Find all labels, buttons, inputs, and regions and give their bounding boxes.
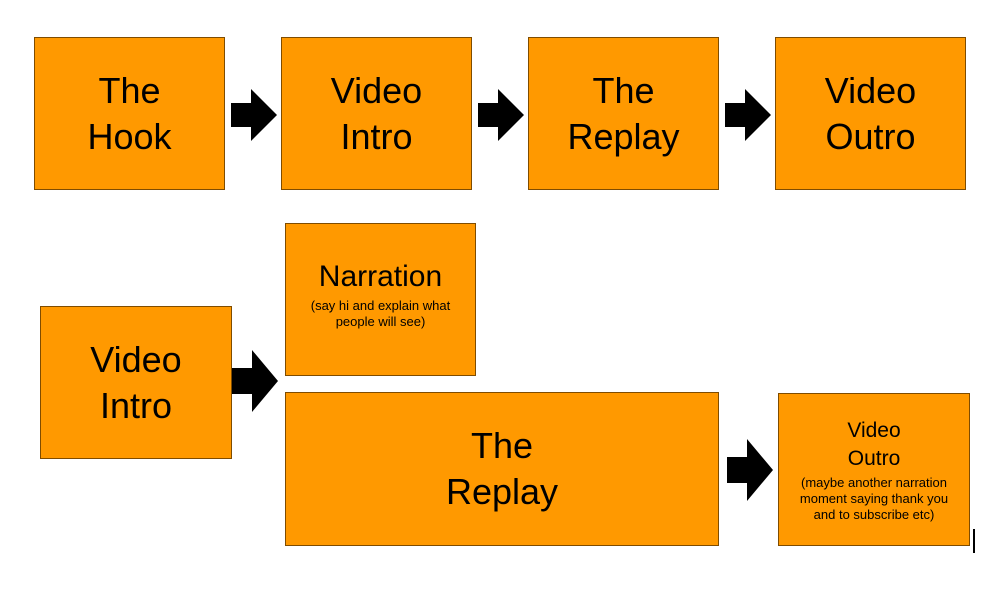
detail-label-line2: Replay bbox=[445, 471, 559, 512]
step-label-line2: Replay bbox=[567, 115, 680, 157]
outro-note: (maybe another narration moment saying t… bbox=[799, 474, 949, 522]
arrow-right-icon bbox=[478, 89, 524, 141]
detail-video-intro: Video Intro bbox=[40, 306, 232, 459]
text-cursor bbox=[973, 529, 975, 553]
detail-label-line2: Outro bbox=[847, 446, 901, 470]
step-label-line1: Video bbox=[330, 69, 423, 111]
detail-the-replay: The Replay bbox=[285, 392, 719, 546]
step-the-hook: The Hook bbox=[34, 37, 225, 190]
detail-video-outro: Video Outro (maybe another narration mom… bbox=[778, 393, 970, 546]
arrow-right-icon bbox=[231, 89, 277, 141]
step-label-line1: The bbox=[592, 69, 655, 111]
detail-label-line2: Intro bbox=[99, 384, 173, 426]
narration-note: (say hi and explain what people will see… bbox=[310, 298, 451, 329]
step-label-line2: Hook bbox=[87, 115, 172, 157]
step-video-outro: Video Outro bbox=[775, 37, 966, 190]
arrow-right-icon bbox=[727, 439, 773, 501]
arrow-right-icon bbox=[725, 89, 771, 141]
step-video-intro: Video Intro bbox=[281, 37, 472, 190]
detail-label-line1: Video bbox=[90, 338, 182, 380]
step-label-line1: The bbox=[98, 69, 161, 111]
detail-label-line1: Video bbox=[847, 418, 901, 442]
step-label-line1: Video bbox=[824, 69, 917, 111]
detail-label-line1: The bbox=[470, 425, 534, 466]
step-the-replay: The Replay bbox=[528, 37, 719, 190]
narration-title: Narration bbox=[318, 260, 443, 293]
step-label-line2: Outro bbox=[825, 115, 916, 157]
arrow-right-icon bbox=[232, 350, 278, 412]
step-label-line2: Intro bbox=[340, 115, 413, 157]
detail-narration: Narration (say hi and explain what peopl… bbox=[285, 223, 476, 376]
